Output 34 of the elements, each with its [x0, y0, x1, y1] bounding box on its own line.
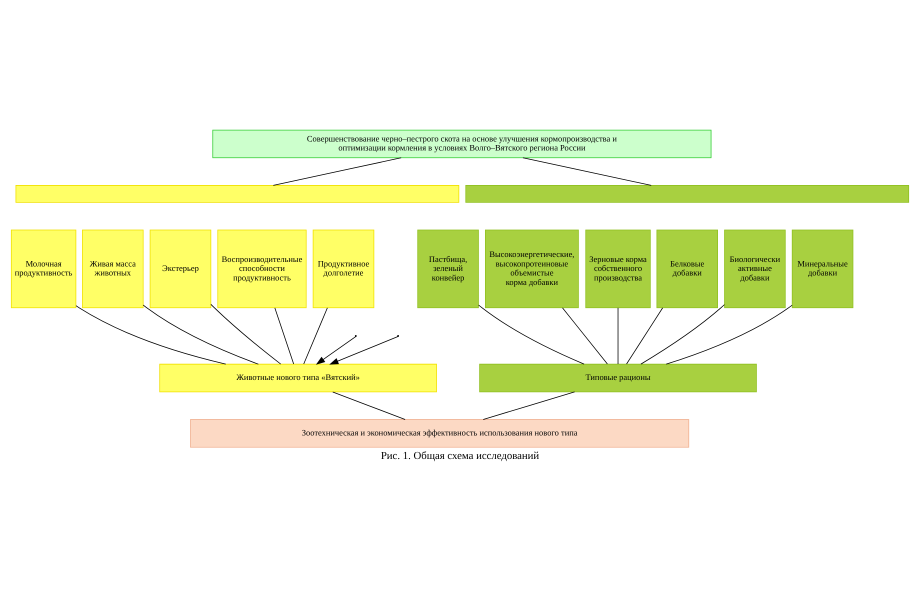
connector: [666, 304, 793, 365]
node-box: Минеральные добавки: [792, 230, 854, 308]
connector: [76, 305, 226, 365]
connector: [482, 392, 575, 420]
node-box: Молочная продуктивность: [10, 230, 76, 308]
node-box: Совершенствование черно–пестрого скота на основе улучшения кормопроизводства и оптимизации кормления в условиях Волго–Вятского региона России: [212, 130, 712, 158]
connector: [142, 304, 259, 365]
node-box: Зоотехническая и экономическая эффективность использования нового типа: [190, 419, 690, 448]
connector: [303, 308, 328, 364]
arrow: [316, 336, 356, 365]
node-box: Пастбища, зеленый конвейер: [417, 230, 479, 308]
connector: [332, 392, 406, 420]
connector: [272, 157, 402, 186]
connector: [562, 308, 608, 364]
node-box: Зерновые корма собственного производства: [585, 230, 651, 308]
node-box: Высокоэнергетические, высокопротеиновые объемистые корма добавки: [485, 230, 579, 308]
node-box: Продуктивное долголетие: [312, 230, 374, 308]
node-box: Типовые рационы: [479, 364, 757, 392]
node-box: Живая масса животных: [82, 230, 144, 308]
connector: [522, 157, 652, 186]
arrow: [329, 336, 398, 365]
connector: [640, 304, 725, 364]
node-bar: [16, 185, 460, 203]
node-box: Биологически активные добавки: [724, 230, 786, 308]
connector: [274, 308, 294, 364]
caption: Рис. 1. Общая схема исследований: [380, 450, 540, 462]
connector: [478, 304, 584, 364]
node-box: Белковые добавки: [656, 230, 718, 308]
connector: [210, 304, 282, 364]
node-bar: [465, 185, 910, 203]
node-box: Воспроизводительные способности продуктивность: [217, 230, 307, 308]
node-box: Экстерьер: [150, 230, 212, 308]
connector: [626, 308, 664, 364]
node-box: Животные нового типа «Вятский»: [159, 364, 437, 392]
